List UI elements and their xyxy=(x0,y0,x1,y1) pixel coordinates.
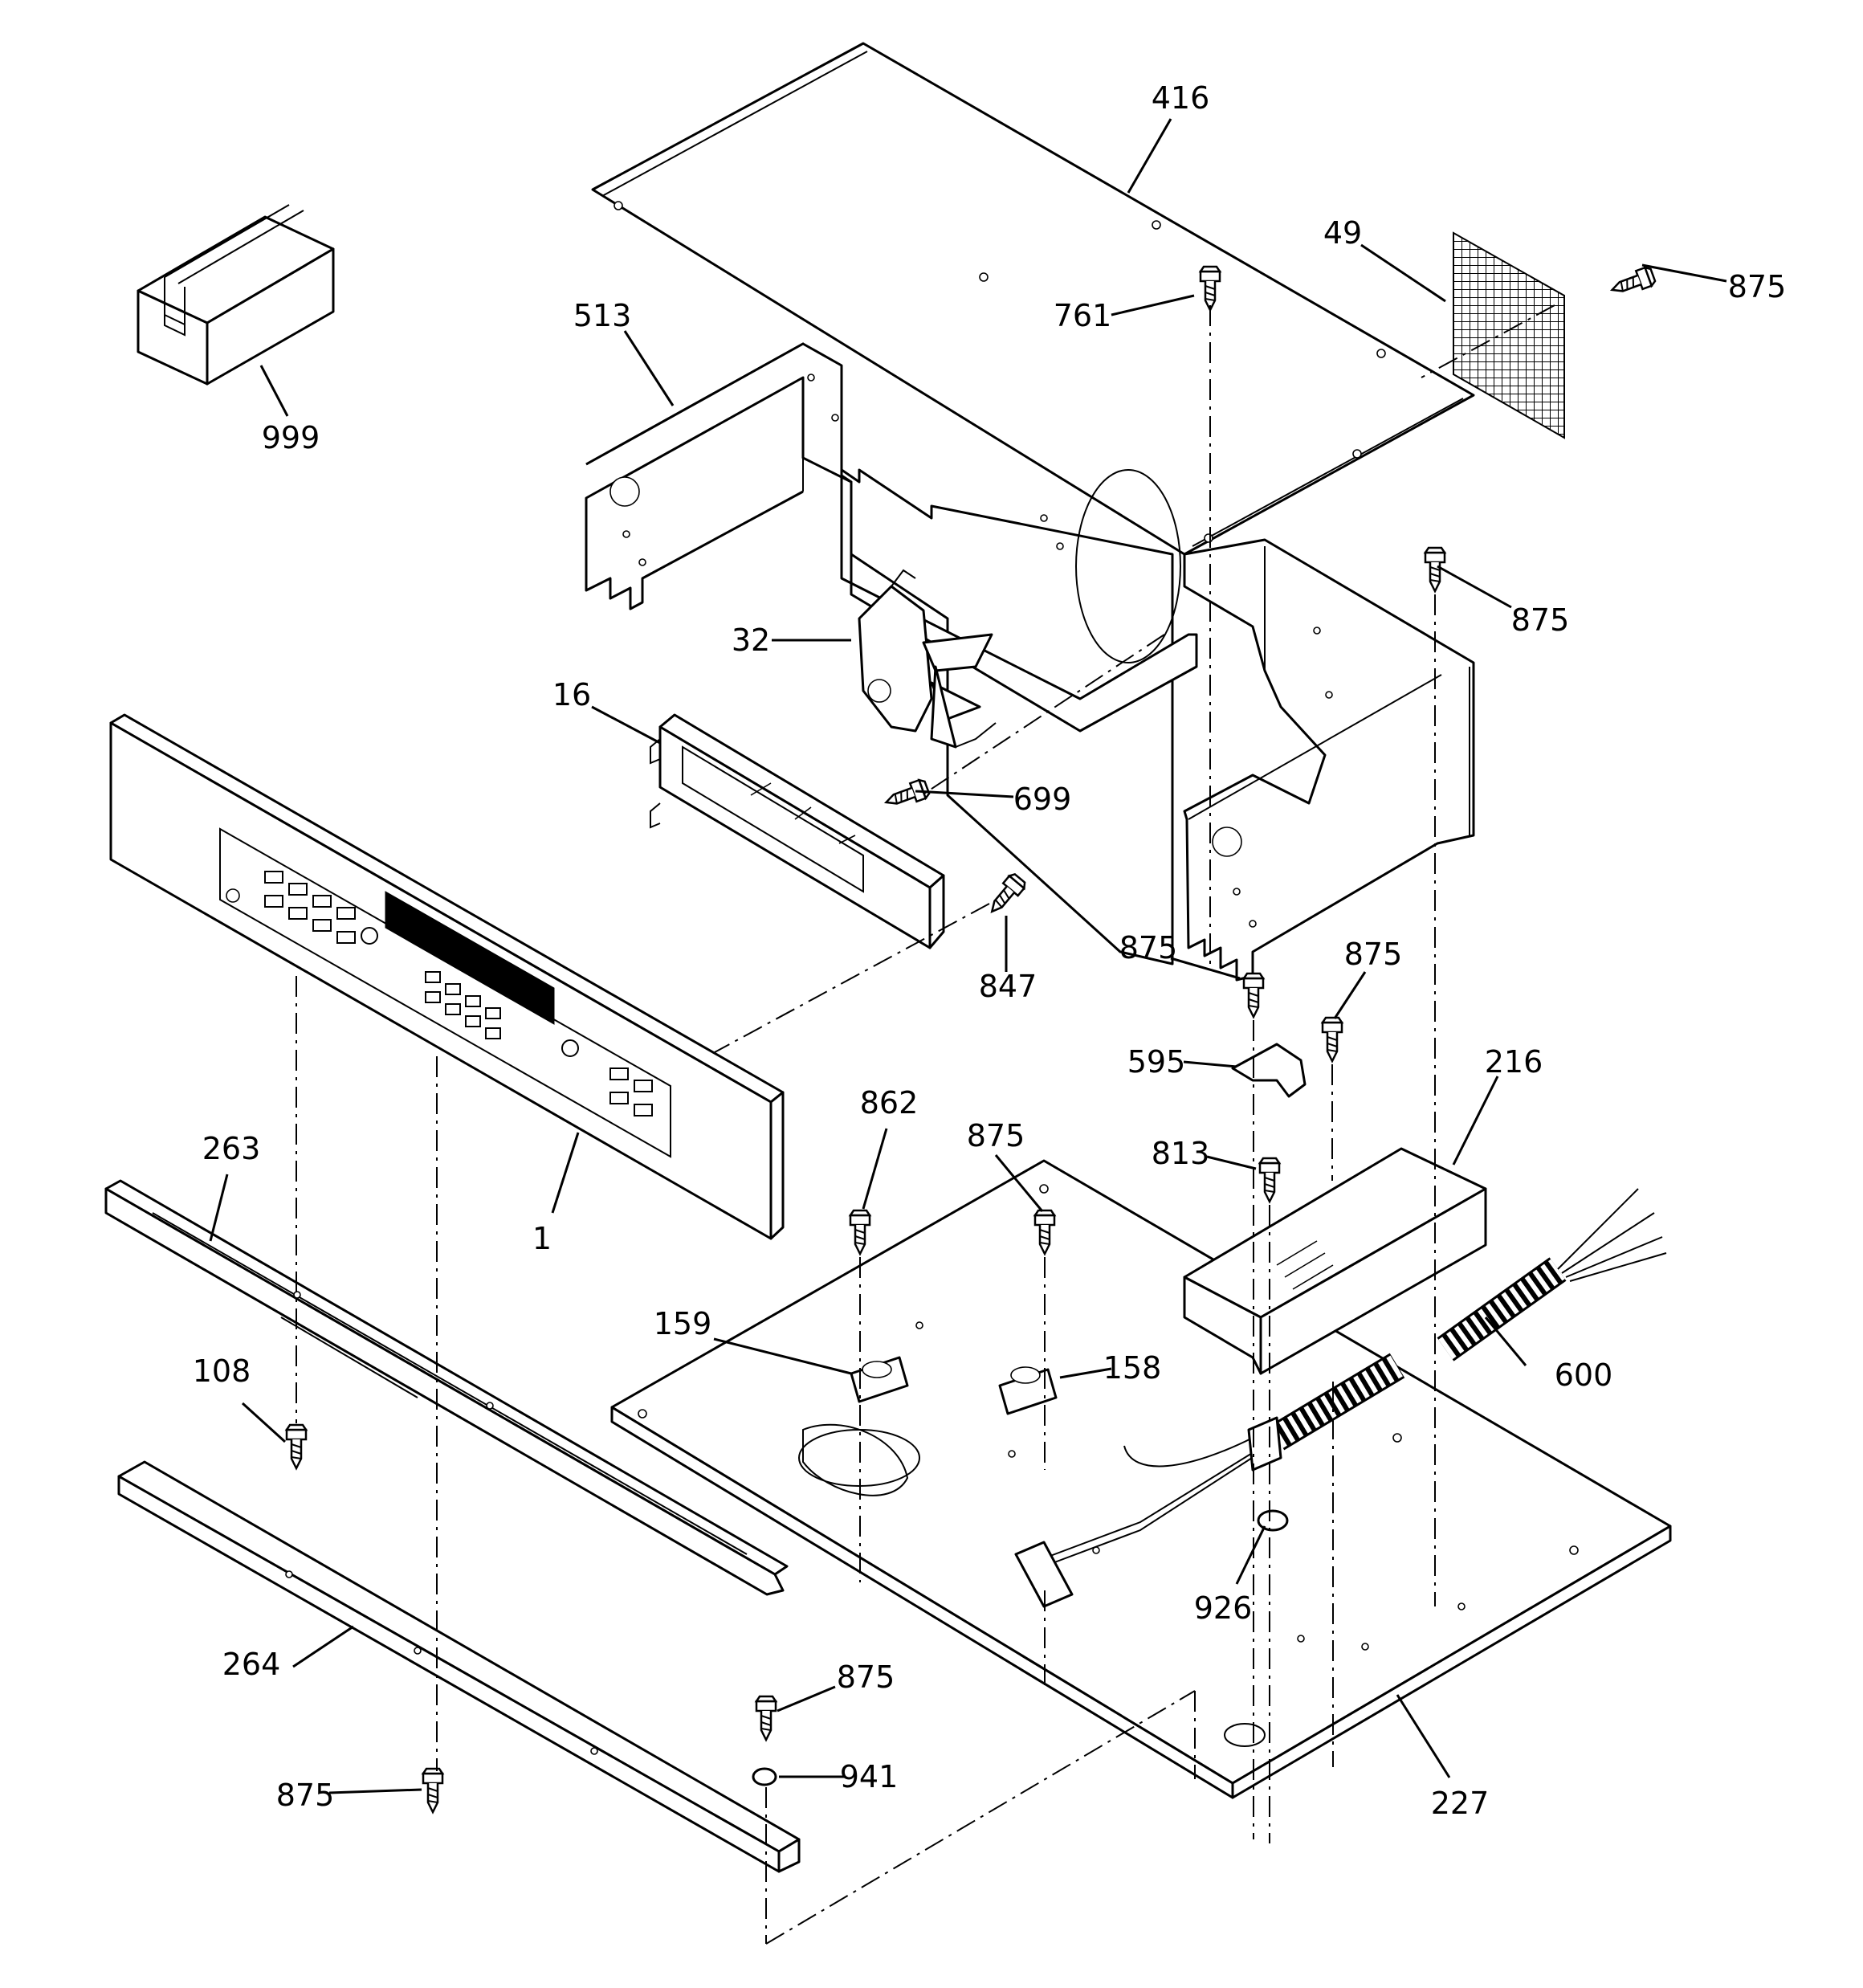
trim-strip-263 xyxy=(104,1179,789,1596)
screw-875-d xyxy=(1321,1016,1343,1063)
callout-926: 926 xyxy=(1193,1590,1253,1626)
wire-harness-600 xyxy=(1014,1188,1667,1608)
box-999 xyxy=(137,204,335,386)
thermostat-158 xyxy=(998,1366,1058,1415)
leader-lines xyxy=(209,118,1727,1794)
screw-699 xyxy=(882,777,932,813)
control-panel-1 xyxy=(109,713,785,1240)
callout-595: 595 xyxy=(1127,1044,1186,1080)
bottom-panel-227 xyxy=(610,1159,1672,1799)
callout-699: 699 xyxy=(1013,782,1072,817)
thermostat-159 xyxy=(802,1356,909,1496)
screw-813 xyxy=(1258,1157,1281,1203)
callout-761: 761 xyxy=(1053,298,1112,333)
callout-513: 513 xyxy=(573,298,632,333)
callout-49: 49 xyxy=(1323,215,1363,251)
callout-813: 813 xyxy=(1151,1136,1210,1171)
callout-159: 159 xyxy=(653,1306,712,1341)
washer-941 xyxy=(752,1767,777,1786)
callout-875: 875 xyxy=(1727,269,1787,304)
callout-875: 875 xyxy=(966,1118,1025,1153)
callout-216: 216 xyxy=(1484,1044,1543,1080)
callout-847: 847 xyxy=(978,969,1037,1004)
callout-108: 108 xyxy=(192,1353,251,1389)
callout-227: 227 xyxy=(1430,1786,1490,1821)
top-panel-416 xyxy=(591,42,1475,556)
terminal-cover-216 xyxy=(1183,1147,1487,1375)
clamp-595 xyxy=(1231,1043,1307,1098)
callout-875: 875 xyxy=(275,1778,335,1813)
screw-875-a xyxy=(1608,264,1657,300)
screw-875-f xyxy=(755,1695,777,1741)
assembly-lines xyxy=(296,304,1555,1945)
callout-32: 32 xyxy=(731,623,771,658)
callout-999: 999 xyxy=(261,420,320,455)
lower-rail-264 xyxy=(117,1460,801,1873)
control-board-16 xyxy=(650,713,945,949)
washer-926 xyxy=(1257,1509,1289,1532)
keypad-buttons xyxy=(264,871,653,1116)
screw-875-c xyxy=(1242,972,1265,1018)
fan-motor-32 xyxy=(858,569,997,749)
screw-108 xyxy=(285,1423,308,1470)
screw-875-g xyxy=(422,1767,444,1814)
screw-862 xyxy=(849,1209,871,1255)
callout-1: 1 xyxy=(532,1221,552,1256)
callout-875: 875 xyxy=(1119,930,1178,965)
screw-847 xyxy=(983,871,1029,919)
callout-862: 862 xyxy=(859,1085,919,1121)
callout-875: 875 xyxy=(836,1659,895,1695)
callout-600: 600 xyxy=(1554,1357,1613,1393)
mesh-screen-49 xyxy=(1453,231,1565,439)
callout-16: 16 xyxy=(552,677,592,712)
right-side-panel xyxy=(1183,538,1475,982)
callout-264: 264 xyxy=(222,1647,281,1682)
callout-875: 875 xyxy=(1510,602,1570,638)
callout-416: 416 xyxy=(1151,80,1210,116)
callout-875: 875 xyxy=(1343,937,1403,972)
callout-158: 158 xyxy=(1103,1350,1162,1386)
callout-941: 941 xyxy=(839,1759,899,1794)
callout-263: 263 xyxy=(202,1131,261,1166)
